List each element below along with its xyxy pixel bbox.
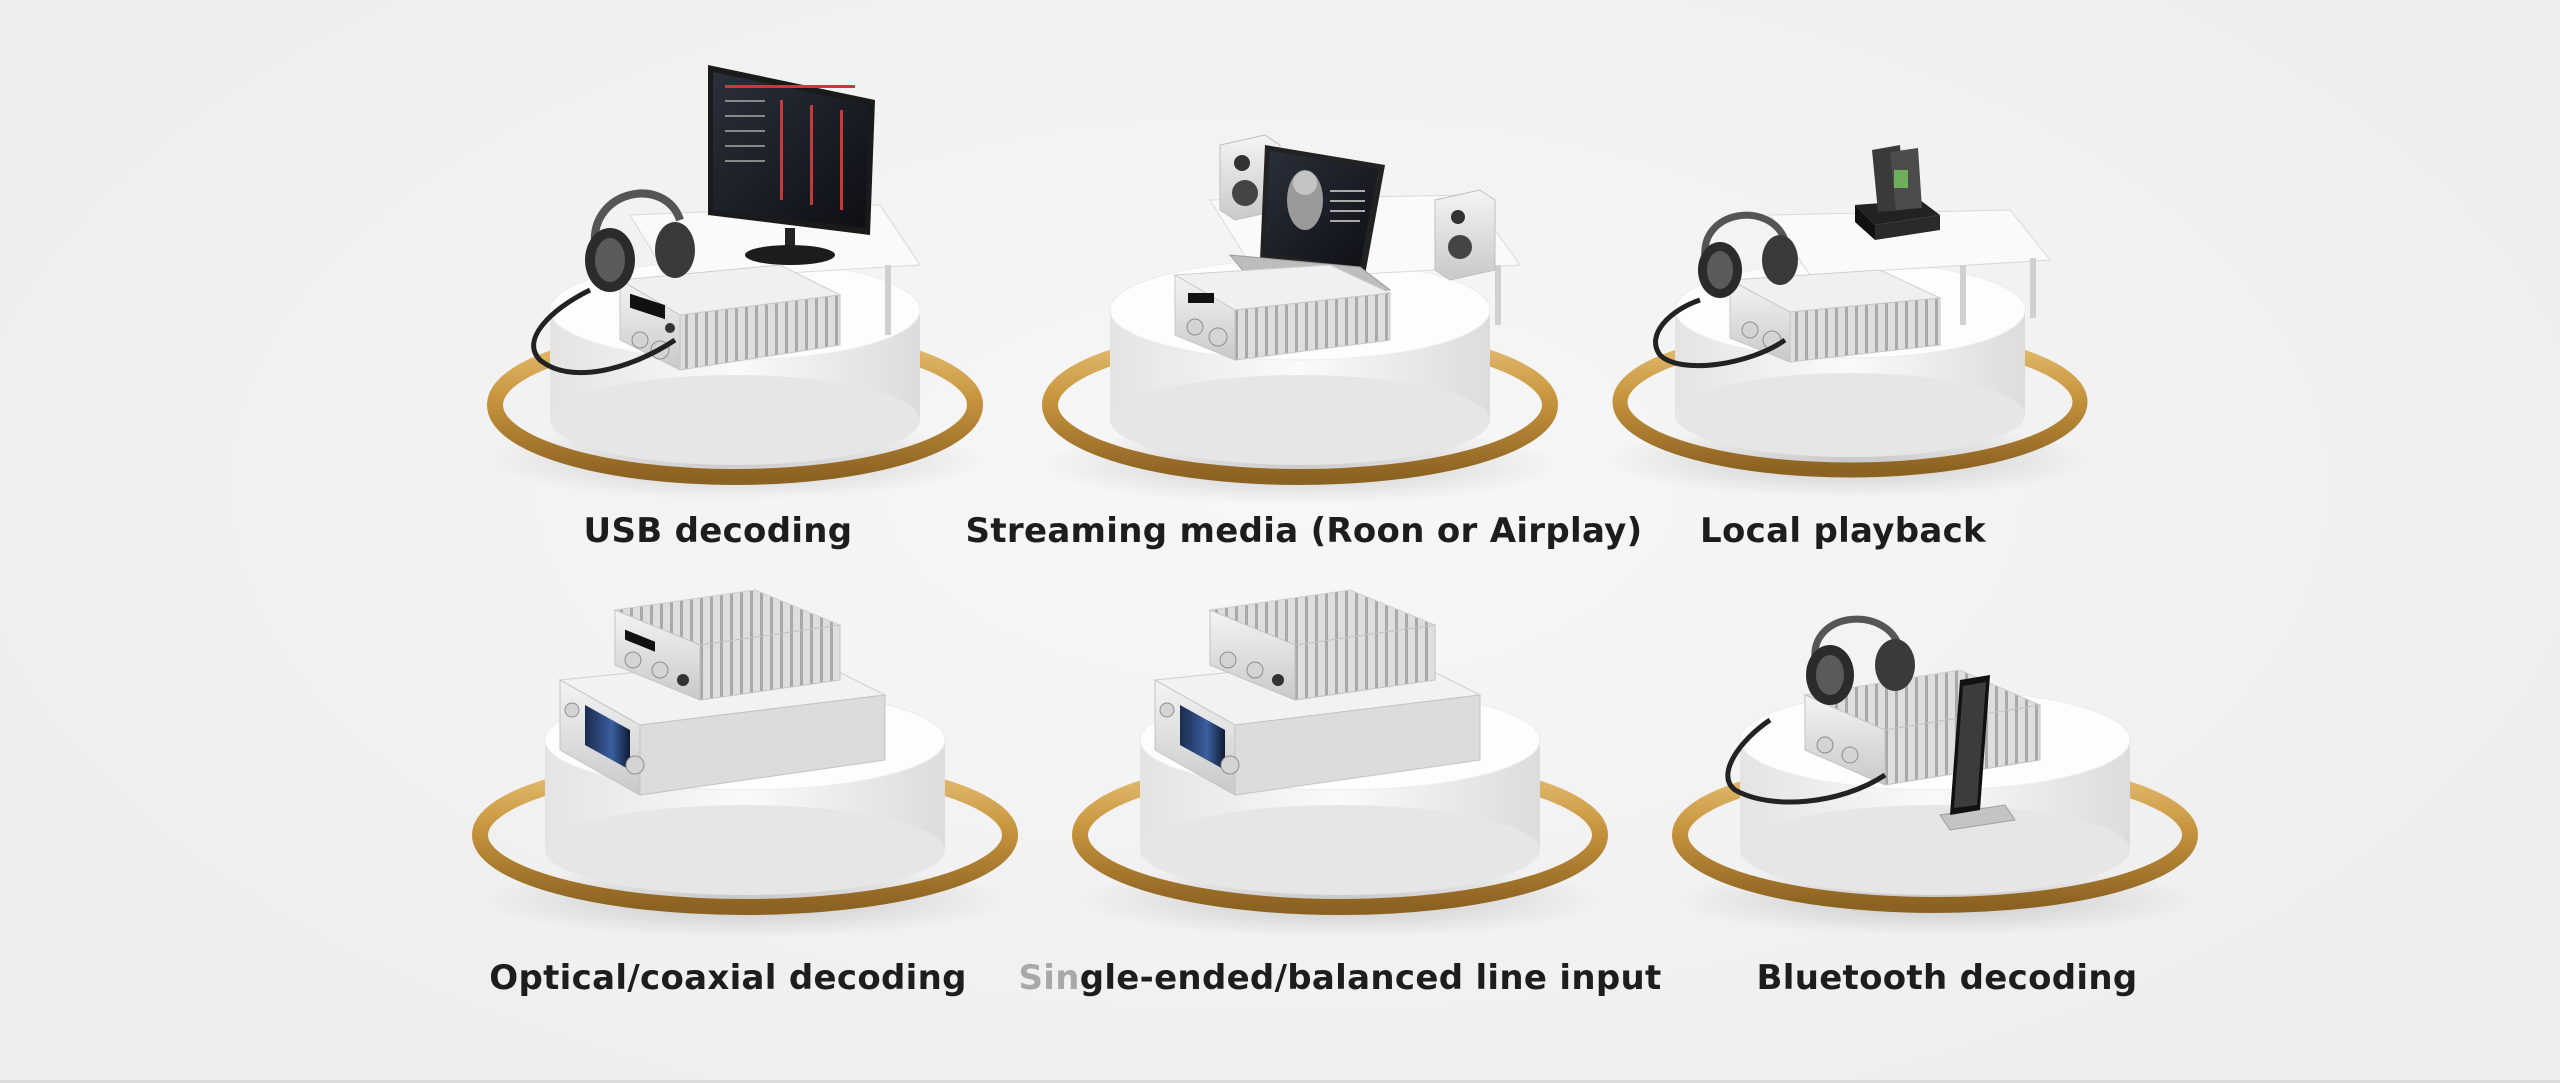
caption-line-input: Single-ended/balanced line input xyxy=(1018,958,1661,998)
headphone-cable xyxy=(1653,297,1787,369)
monitor-icon xyxy=(708,65,875,265)
speaker-icon xyxy=(1434,189,1496,281)
scene-bluetooth-decoding xyxy=(1672,615,2198,936)
smartphone-icon xyxy=(1939,675,2016,831)
caption-bluetooth-decoding: Bluetooth decoding xyxy=(1756,958,2138,998)
caption-local-playback: Local playback xyxy=(1700,511,1986,551)
headphones-icon xyxy=(1806,615,1915,705)
scene-usb-decoding xyxy=(485,65,985,500)
caption-line-input-faded: Sin xyxy=(1018,958,1080,998)
headphone-cable xyxy=(1725,717,1887,805)
caption-usb-decoding: USB decoding xyxy=(583,511,853,551)
amplifier-icon xyxy=(1728,269,1942,363)
amplifier-icon xyxy=(1208,589,1437,701)
bottom-divider xyxy=(0,1080,2560,1083)
scene-streaming-media xyxy=(1040,134,1560,505)
amplifier-icon xyxy=(613,589,842,701)
headphones-icon xyxy=(585,189,695,292)
scene-line-input xyxy=(1072,589,1608,938)
caption-optical-coaxial-decoding: Optical/coaxial decoding xyxy=(489,958,967,998)
caption-streaming-media: Streaming media (Roon or Airplay) xyxy=(965,511,1643,551)
headphone-cable xyxy=(531,287,677,376)
amplifier-icon xyxy=(1173,264,1392,361)
scene-optical-coaxial-decoding xyxy=(472,589,1018,938)
caption-line-input-rest: gle-ended/balanced line input xyxy=(1079,958,1662,998)
headphones-icon xyxy=(1698,211,1798,298)
hard-drive-dock-icon xyxy=(1855,145,1940,240)
scene-local-playback xyxy=(1605,145,2095,498)
